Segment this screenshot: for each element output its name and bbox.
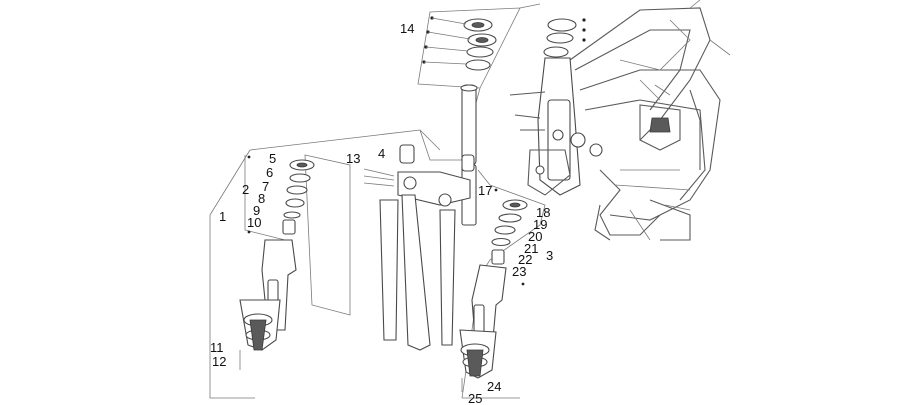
callout-4: 4 — [378, 146, 385, 161]
steering-bearing-group — [417, 3, 541, 141]
callout-14: 14 — [400, 21, 414, 36]
callout-12: 12 — [212, 354, 226, 369]
callout-10: 10 — [247, 215, 261, 230]
callout-labels: 1 2 3 4 5 6 7 8 9 10 11 12 13 14 17 18 1… — [210, 21, 553, 405]
scooter-frame — [509, 0, 731, 241]
callout-25: 25 — [468, 391, 482, 405]
steering-stem — [363, 84, 491, 351]
callout-2: 2 — [242, 182, 249, 197]
callout-8: 8 — [258, 191, 265, 206]
right-fork-leg — [459, 184, 546, 399]
callout-6: 6 — [266, 165, 273, 180]
callout-23: 23 — [512, 264, 526, 279]
callout-18: 18 — [536, 205, 550, 220]
callout-7: 7 — [262, 179, 269, 194]
callout-3: 3 — [546, 248, 553, 263]
callout-1: 1 — [219, 209, 226, 224]
callout-13: 13 — [346, 151, 360, 166]
callout-17: 17 — [478, 183, 492, 198]
callout-11: 11 — [210, 340, 224, 355]
callout-22: 22 — [518, 252, 532, 267]
callout-20: 20 — [528, 229, 542, 244]
callout-19: 19 — [533, 217, 547, 232]
callout-5: 5 — [269, 151, 276, 166]
left-fork-leg — [209, 129, 441, 399]
callout-9: 9 — [253, 203, 260, 218]
callout-24: 24 — [487, 379, 501, 394]
callout-21: 21 — [524, 241, 538, 256]
